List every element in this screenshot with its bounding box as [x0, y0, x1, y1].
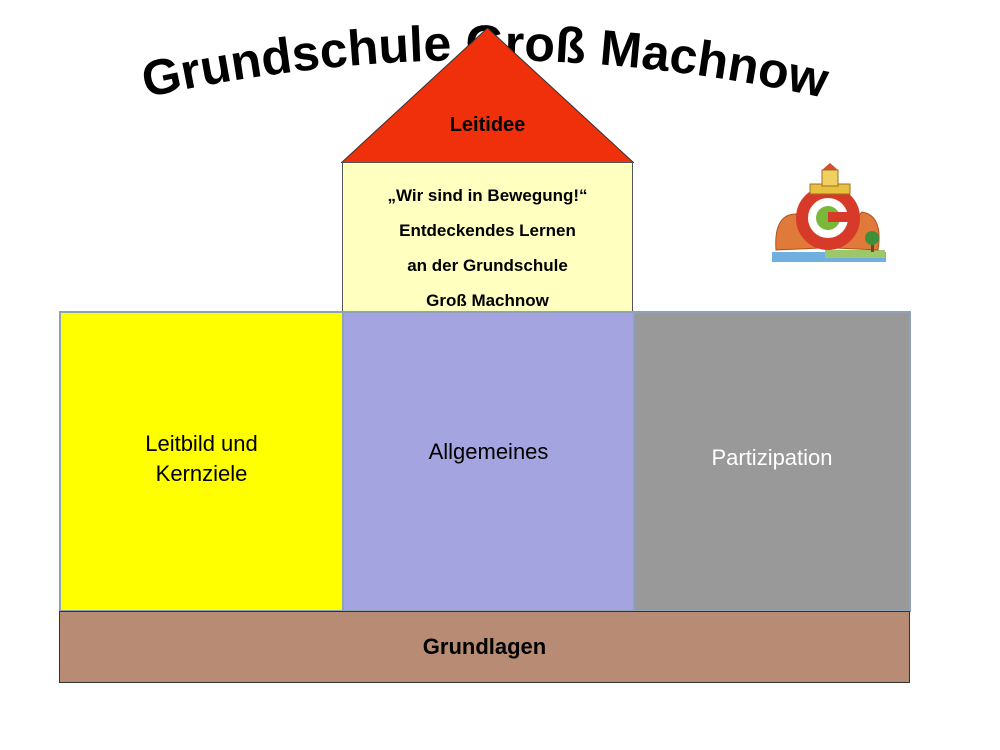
roof-triangle	[341, 28, 634, 163]
pillar-label: Leitbild und Kernziele	[145, 430, 258, 486]
pillar-leitbild: Leitbild und Kernziele	[59, 311, 344, 612]
pillar-label: Allgemeines	[428, 438, 549, 464]
foundation-grundlagen: Grundlagen	[59, 611, 910, 683]
motto-line: „Wir sind in Bewegung!“	[387, 186, 588, 205]
pillar-allgemeines: Allgemeines	[342, 311, 635, 612]
pillar-label: Partizipation	[711, 444, 833, 470]
motto-box	[342, 162, 633, 314]
school-logo-icon	[772, 163, 886, 262]
motto-line: Entdeckendes Lernen	[399, 221, 576, 240]
roof-label: Leitidee	[449, 114, 526, 136]
motto-line: Groß Machnow	[426, 291, 549, 310]
foundation-label: Grundlagen	[422, 634, 547, 659]
motto-line: an der Grundschule	[407, 256, 568, 275]
pillar-partizipation: Partizipation	[633, 311, 911, 612]
